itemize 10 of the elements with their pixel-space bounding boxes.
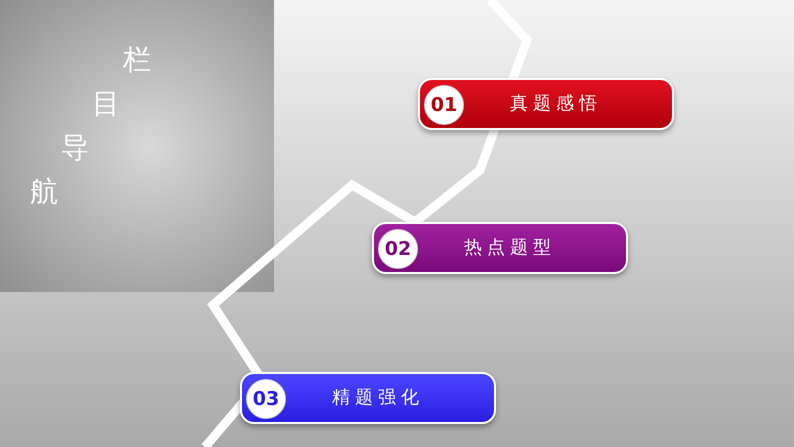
number-badge: 03 (246, 379, 286, 419)
menu-item-bar (240, 372, 496, 424)
menu-item-bar (418, 78, 674, 130)
title: 栏目导航 (30, 42, 151, 210)
number-badge: 01 (424, 85, 464, 125)
number-badge: 02 (378, 229, 418, 269)
menu-label: 真题感悟 (510, 92, 602, 116)
menu-item-bar (372, 222, 628, 274)
menu-label: 热点题型 (464, 236, 556, 260)
menu-label: 精题强化 (332, 386, 424, 410)
